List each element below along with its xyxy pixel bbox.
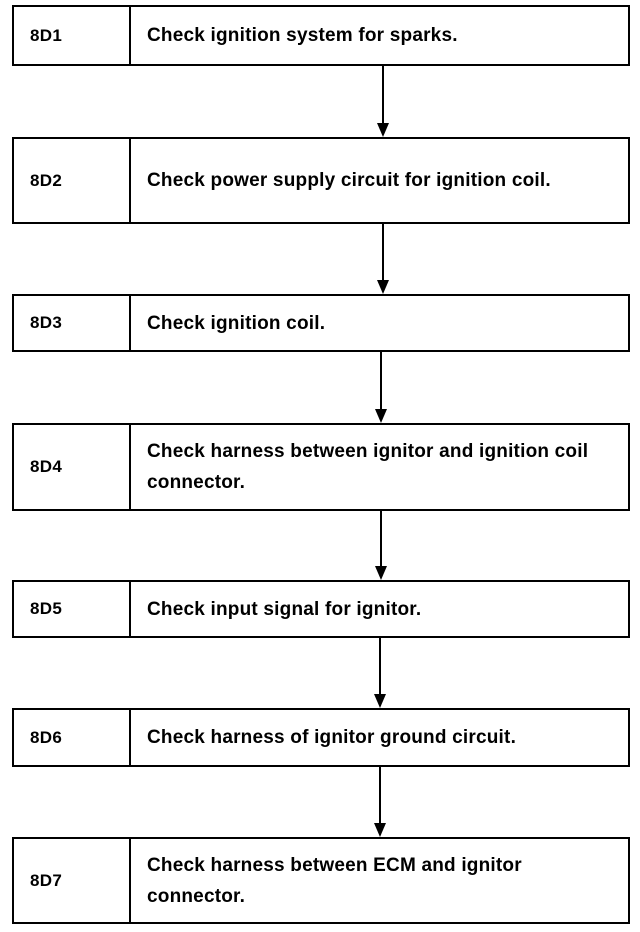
step-text: Check power supply circuit for ignition … xyxy=(147,170,551,191)
step-code: 8D4 xyxy=(14,425,131,509)
step-text: Check harness between ignitor and igniti… xyxy=(147,441,589,493)
step-box-8d6: 8D6 Check harness of ignitor ground circ… xyxy=(12,708,630,767)
step-box-8d7: 8D7 Check harness between ECM and ignito… xyxy=(12,837,630,924)
step-code: 8D6 xyxy=(14,710,131,765)
step-box-8d3: 8D3 Check ignition coil. xyxy=(12,294,630,352)
step-code: 8D2 xyxy=(14,139,131,222)
step-box-8d2: 8D2 Check power supply circuit for ignit… xyxy=(12,137,630,224)
step-code: 8D3 xyxy=(14,296,131,350)
step-text: Check ignition system for sparks. xyxy=(147,25,458,46)
step-text: Check harness of ignitor ground circuit. xyxy=(147,727,517,748)
flow-arrow xyxy=(370,638,390,708)
flow-arrow xyxy=(373,66,393,137)
flow-arrow xyxy=(373,224,393,294)
flow-arrow xyxy=(371,511,391,580)
step-code: 8D7 xyxy=(14,839,131,922)
step-text: Check harness between ECM and ignitor co… xyxy=(147,854,522,907)
step-text: Check ignition coil. xyxy=(147,312,326,334)
step-text: Check input signal for ignitor. xyxy=(147,598,422,620)
step-box-8d1: 8D1 Check ignition system for sparks. xyxy=(12,5,630,66)
step-code: 8D5 xyxy=(14,582,131,636)
flow-arrow xyxy=(370,767,390,837)
step-box-8d4: 8D4 Check harness between ignitor and ig… xyxy=(12,423,630,511)
step-box-8d5: 8D5 Check input signal for ignitor. xyxy=(12,580,630,638)
step-code: 8D1 xyxy=(14,7,131,64)
flow-arrow xyxy=(371,352,391,423)
